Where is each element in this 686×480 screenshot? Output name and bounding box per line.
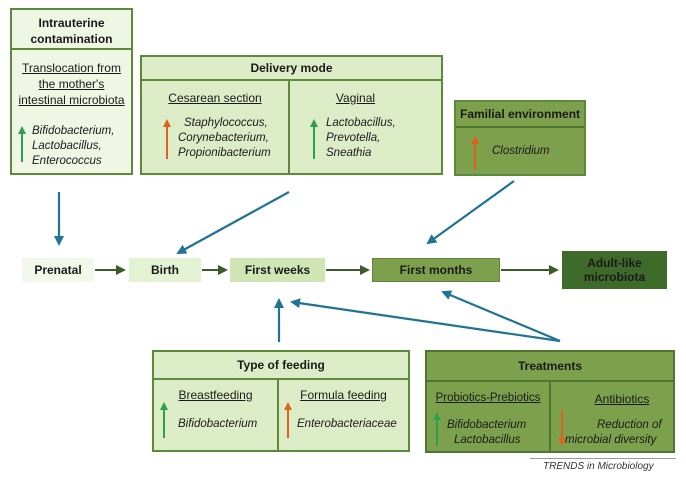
antibiotics-decrease-arrow <box>558 410 566 446</box>
formula-feeding-bacteria: Enterobacteriaceae <box>297 418 397 430</box>
vaginal-bacteria-2: Prevotella, <box>326 132 381 144</box>
probiotics-label: Probiotics-Prebiotics <box>435 392 541 404</box>
familial-environment-box: Familial environment Clostridium <box>454 100 586 176</box>
breastfeeding-increase-arrow <box>160 402 168 438</box>
familial-increase-arrow <box>471 136 479 170</box>
delivery-mode-title: Delivery mode <box>142 57 441 81</box>
cesarean-bacteria-3: Propionibacterium <box>178 147 271 159</box>
antibiotics-effect-2: microbial diversity <box>565 434 657 446</box>
type-of-feeding-title: Type of feeding <box>154 352 408 380</box>
breastfeeding-panel: Breastfeeding Bifidobacterium <box>154 380 279 450</box>
intrauterine-box: Intrauterine contamination Translocation… <box>10 8 133 175</box>
probiotics-increase-arrow <box>433 412 441 446</box>
treatments-title: Treatments <box>427 352 673 382</box>
familial-bacteria: Clostridium <box>492 145 550 157</box>
arrow-familial-months <box>426 180 515 245</box>
cesarean-bacteria-2: Corynebacterium, <box>178 132 269 144</box>
intrauterine-title: Intrauterine contamination <box>12 10 131 50</box>
credit-rule <box>530 458 676 459</box>
treatments-box: Treatments Probiotics-Prebiotics Bifidob… <box>425 350 675 453</box>
stage-prenatal: Prenatal <box>22 258 94 282</box>
formula-feeding-label: Formula feeding <box>300 388 387 402</box>
antibiotics-panel: Antibiotics Reduction of microbial diver… <box>551 382 673 451</box>
formula-feeding-panel: Formula feeding Enterobacteriaceae <box>279 380 408 450</box>
arrow-treatments-weeks <box>290 298 561 343</box>
antibiotics-effect-1: Reduction of <box>597 419 662 431</box>
vaginal-panel: Vaginal Lactobacillus, Prevotella, Sneat… <box>290 81 441 173</box>
intrauterine-bacteria-2: Lactobacillus, <box>32 140 102 152</box>
breastfeeding-bacteria: Bifidobacterium <box>178 418 258 430</box>
cesarean-bacteria-1: Staphylococcus, <box>184 117 268 129</box>
source-credit: TRENDS in Microbiology <box>543 461 654 472</box>
stage-adult-like-microbiota: Adult-like microbiota <box>562 251 667 289</box>
cesarean-panel: Cesarean section Staphylococcus, Coryneb… <box>142 81 290 173</box>
intrauterine-increase-arrow <box>18 126 26 162</box>
delivery-mode-box: Delivery mode Cesarean section Staphyloc… <box>140 55 443 175</box>
vaginal-bacteria-3: Sneathia <box>326 147 372 159</box>
type-of-feeding-box: Type of feeding Breastfeeding Bifidobact… <box>152 350 410 452</box>
probiotics-bacteria-1: Bifidobacterium <box>447 419 527 431</box>
arrow-delivery-birth <box>176 191 290 254</box>
stage-first-weeks: First weeks <box>230 258 325 282</box>
cesarean-increase-arrow <box>163 119 171 159</box>
stage-birth: Birth <box>129 258 201 282</box>
antibiotics-label: Antibiotics <box>594 392 650 406</box>
intrauterine-bacteria-1: Bifidobacterium, <box>32 125 115 137</box>
intrauterine-subtitle: Translocation from the mother's intestin… <box>18 61 125 107</box>
vaginal-label: Vaginal <box>335 91 376 105</box>
cesarean-label: Cesarean section <box>168 91 262 105</box>
probiotics-panel: Probiotics-Prebiotics Bifidobacterium La… <box>427 382 551 451</box>
arrow-treatments-months <box>441 290 561 343</box>
intrauterine-bacteria-3: Enterococcus <box>32 155 102 167</box>
probiotics-bacteria-2: Lactobacillus <box>454 434 521 446</box>
vaginal-bacteria-1: Lactobacillus, <box>326 117 396 129</box>
familial-environment-title: Familial environment <box>456 102 584 128</box>
formula-feeding-increase-arrow <box>284 402 292 438</box>
breastfeeding-label: Breastfeeding <box>178 388 253 402</box>
stage-first-months: First months <box>372 258 500 282</box>
vaginal-increase-arrow <box>310 119 318 159</box>
